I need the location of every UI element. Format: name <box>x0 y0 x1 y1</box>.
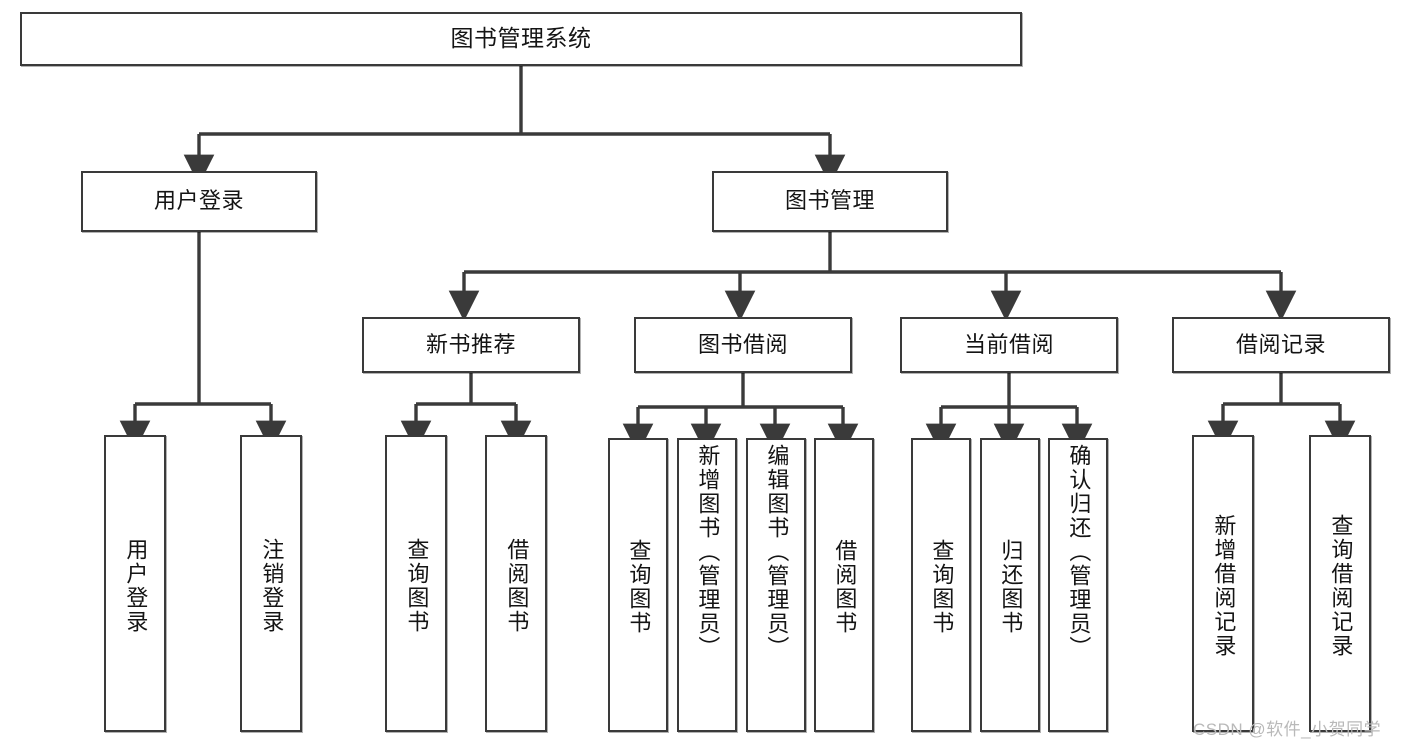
csdn-watermark: CSDN @软件_小贺同学 <box>1193 720 1382 739</box>
node-label: 查询图书 <box>404 537 430 634</box>
node-leaf-add-borrow-record[interactable]: 新增借阅记录 <box>1192 435 1254 732</box>
node-label: 注销登录 <box>259 537 285 634</box>
node-leaf-logout-action[interactable]: 注销登录 <box>240 435 302 732</box>
node-label: 查询借阅记录 <box>1328 513 1354 658</box>
node-book-management[interactable]: 图书管理 <box>712 171 948 232</box>
node-leaf-edit-book-admin[interactable]: 编辑图书（管理员） <box>746 438 806 732</box>
node-leaf-borrow-book[interactable]: 借阅图书 <box>814 438 874 732</box>
node-label: 查询图书 <box>929 539 955 635</box>
node-label: 编辑图书（管理员） <box>764 444 790 660</box>
node-leaf-query-book-current[interactable]: 查询图书 <box>911 438 971 732</box>
node-user-login[interactable]: 用户登录 <box>81 171 317 232</box>
node-label: 新增图书（管理员） <box>695 444 721 660</box>
node-label: 借阅记录 <box>1235 331 1326 357</box>
node-label: 借阅图书 <box>504 537 530 634</box>
node-leaf-query-borrow-record[interactable]: 查询借阅记录 <box>1309 435 1371 732</box>
node-label: 借阅图书 <box>832 539 858 635</box>
node-book-borrow[interactable]: 图书借阅 <box>634 317 852 373</box>
node-label: 图书借阅 <box>697 331 788 357</box>
node-leaf-add-book-admin[interactable]: 新增图书（管理员） <box>677 438 737 732</box>
node-new-book-recommend[interactable]: 新书推荐 <box>362 317 580 373</box>
node-leaf-user-login-action[interactable]: 用户登录 <box>104 435 166 732</box>
node-label: 图书管理系统 <box>450 25 592 52</box>
node-label: 用户登录 <box>123 537 149 634</box>
node-label: 用户登录 <box>153 188 244 214</box>
node-label: 图书管理 <box>784 188 875 214</box>
node-root-system[interactable]: 图书管理系统 <box>20 12 1022 66</box>
node-label: 归还图书 <box>998 539 1024 635</box>
node-leaf-return-book[interactable]: 归还图书 <box>980 438 1040 732</box>
node-leaf-query-book-borrow[interactable]: 查询图书 <box>608 438 668 732</box>
node-label: 确认归还（管理员） <box>1066 444 1092 660</box>
node-label: 新增借阅记录 <box>1211 513 1237 658</box>
node-current-borrow[interactable]: 当前借阅 <box>900 317 1118 373</box>
node-borrow-record[interactable]: 借阅记录 <box>1172 317 1390 373</box>
node-label: 新书推荐 <box>425 331 516 357</box>
node-leaf-query-book-rec[interactable]: 查询图书 <box>385 435 447 732</box>
node-label: 查询图书 <box>626 539 652 635</box>
node-label: 当前借阅 <box>963 331 1054 357</box>
node-leaf-confirm-return-admin[interactable]: 确认归还（管理员） <box>1048 438 1108 732</box>
node-leaf-borrow-book-rec[interactable]: 借阅图书 <box>485 435 547 732</box>
